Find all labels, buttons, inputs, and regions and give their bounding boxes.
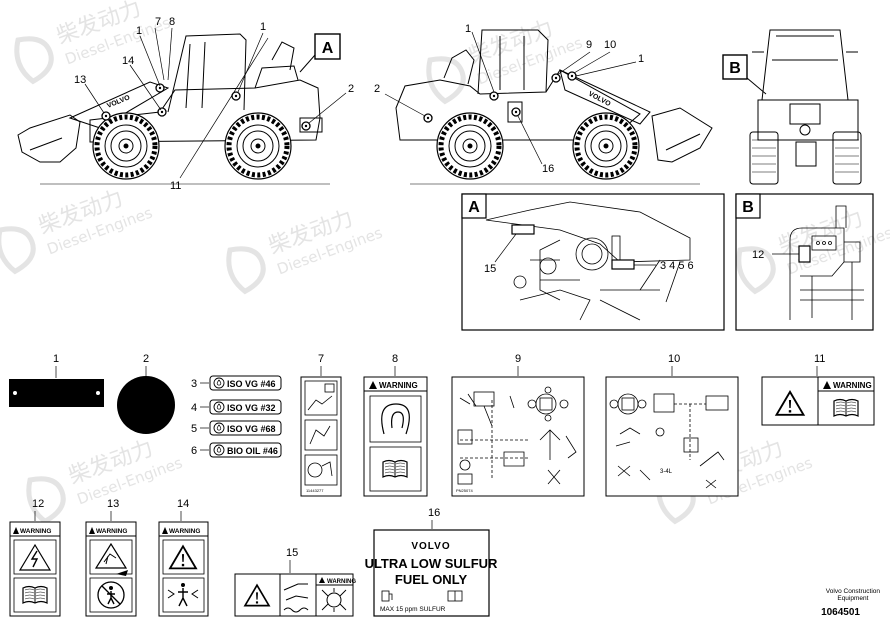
svg-text:1: 1 [638, 53, 644, 65]
part-12-warning-decal: 12 WARNING [9, 498, 61, 617]
part-7-decal: 7 11443277 [300, 353, 342, 497]
footer-company: Volvo Construction Equipment [826, 588, 880, 602]
footer-reference-number: 1064501 [821, 607, 860, 618]
svg-text:A: A [468, 199, 480, 216]
svg-text:3: 3 [191, 378, 197, 390]
svg-text:7: 7 [155, 16, 161, 28]
part-9-diagram-decal: 9 PN25074 [451, 353, 585, 497]
part-8-warning-decal: 8 WARNING [363, 353, 428, 497]
svg-text:WARNING: WARNING [169, 528, 200, 535]
boom-right [559, 69, 651, 125]
svg-text:14: 14 [177, 498, 189, 510]
svg-text:3 4 5 6: 3 4 5 6 [660, 260, 694, 272]
part-16-fuel-decal: 16 VOLVO ULTRA LOW SULFUR FUEL ONLY MAX … [365, 507, 498, 617]
svg-text:13: 13 [107, 498, 119, 510]
svg-text:MAX 15 ppm SULFUR: MAX 15 ppm SULFUR [380, 606, 446, 613]
svg-text:8: 8 [392, 353, 398, 365]
svg-text:4: 4 [191, 402, 197, 414]
svg-text:1: 1 [136, 25, 142, 37]
svg-text:9: 9 [515, 353, 521, 365]
oil-label-4: 4 ISO VG #32 [191, 399, 282, 415]
svg-text:12: 12 [32, 498, 44, 510]
part-2-disc: 2 [117, 353, 175, 434]
svg-text:5: 5 [191, 423, 197, 435]
rear-view [749, 29, 862, 185]
svg-text:9: 9 [586, 39, 592, 51]
right-view-callouts: 1 9 10 1 2 16 [374, 23, 644, 175]
part-10-diagram-decal: 10 3-4L [605, 353, 739, 497]
view-b-marker: B [722, 54, 767, 95]
left-view-leaders [84, 27, 347, 179]
svg-text:ULTRA LOW SULFUR: ULTRA LOW SULFUR [365, 556, 498, 571]
svg-text:14: 14 [122, 55, 134, 67]
part-oil-labels: 3 ISO VG #46 4 ISO VG #32 5 ISO VG #68 6… [191, 375, 282, 458]
svg-text:A: A [322, 40, 334, 57]
footer-company-line2: Equipment [837, 595, 869, 602]
svg-text:13: 13 [74, 74, 86, 86]
detail-a-decal-15 [511, 224, 535, 235]
detail-a-decal-3-6 [611, 259, 635, 270]
svg-text:2: 2 [143, 353, 149, 365]
svg-text:15: 15 [484, 263, 496, 275]
svg-text:1: 1 [465, 23, 471, 35]
detail-b: B 12 [735, 193, 874, 331]
svg-text:ISO VG #68: ISO VG #68 [227, 424, 276, 434]
svg-text:16: 16 [542, 163, 554, 175]
cab-right [477, 29, 549, 95]
oil-label-3: 3 ISO VG #46 [191, 375, 282, 391]
detail-b-decal-12 [798, 245, 811, 263]
svg-text:8: 8 [169, 16, 175, 28]
svg-text:WARNING: WARNING [379, 381, 418, 390]
oil-label-6: 6 BIO OIL #46 [191, 442, 282, 458]
bucket [17, 114, 81, 163]
svg-text:B: B [729, 60, 741, 77]
svg-text:16: 16 [428, 507, 440, 519]
bucket-right [651, 107, 713, 163]
part-1-plate: 1 [9, 353, 104, 407]
svg-text:10: 10 [668, 353, 680, 365]
footer-company-line1: Volvo Construction [825, 588, 880, 595]
svg-text:6: 6 [191, 445, 197, 457]
svg-text:WARNING: WARNING [96, 528, 127, 535]
svg-text:11: 11 [814, 353, 825, 365]
right-view-leaders [384, 31, 637, 165]
svg-text:2: 2 [374, 83, 380, 95]
part-14-warning-decal: 14 WARNING [158, 498, 209, 617]
watermark-layer: 柴发动力 Diesel-Engines 柴发动力 Diesel-Engines … [0, 0, 890, 525]
svg-text:PN25074: PN25074 [456, 488, 473, 493]
svg-text:11443277: 11443277 [306, 488, 324, 493]
view-a-marker: A [299, 33, 341, 73]
detail-a: A 15 3 4 5 6 [461, 193, 725, 331]
svg-text:2: 2 [348, 83, 354, 95]
svg-text:BIO OIL #46: BIO OIL #46 [227, 446, 278, 456]
svg-text:10: 10 [604, 39, 616, 51]
svg-text:ISO VG #46: ISO VG #46 [227, 379, 276, 389]
svg-text:VOLVO: VOLVO [411, 541, 450, 552]
oil-label-5: 5 ISO VG #68 [191, 420, 282, 436]
svg-text:3-4L: 3-4L [660, 469, 673, 475]
svg-text:WARNING: WARNING [327, 579, 356, 585]
svg-text:1: 1 [53, 353, 59, 365]
cab [167, 33, 247, 113]
svg-text:15: 15 [286, 547, 298, 559]
svg-text:WARNING: WARNING [833, 381, 872, 390]
svg-text:B: B [742, 199, 754, 216]
svg-text:FUEL ONLY: FUEL ONLY [395, 572, 468, 587]
svg-text:ISO VG #32: ISO VG #32 [227, 403, 276, 413]
part-13-warning-decal: 13 WARNING [85, 498, 137, 617]
part-15-warning-decal: 15 WARNING [234, 547, 356, 617]
svg-text:1: 1 [260, 21, 266, 33]
svg-text:WARNING: WARNING [20, 528, 51, 535]
svg-text:7: 7 [318, 353, 324, 365]
svg-text:12: 12 [752, 249, 764, 261]
svg-text:11: 11 [170, 180, 181, 192]
left-view-callouts: 1 7 8 14 13 1 11 2 [74, 16, 354, 192]
part-11-warning-decal: 11 WARNING [761, 353, 875, 426]
